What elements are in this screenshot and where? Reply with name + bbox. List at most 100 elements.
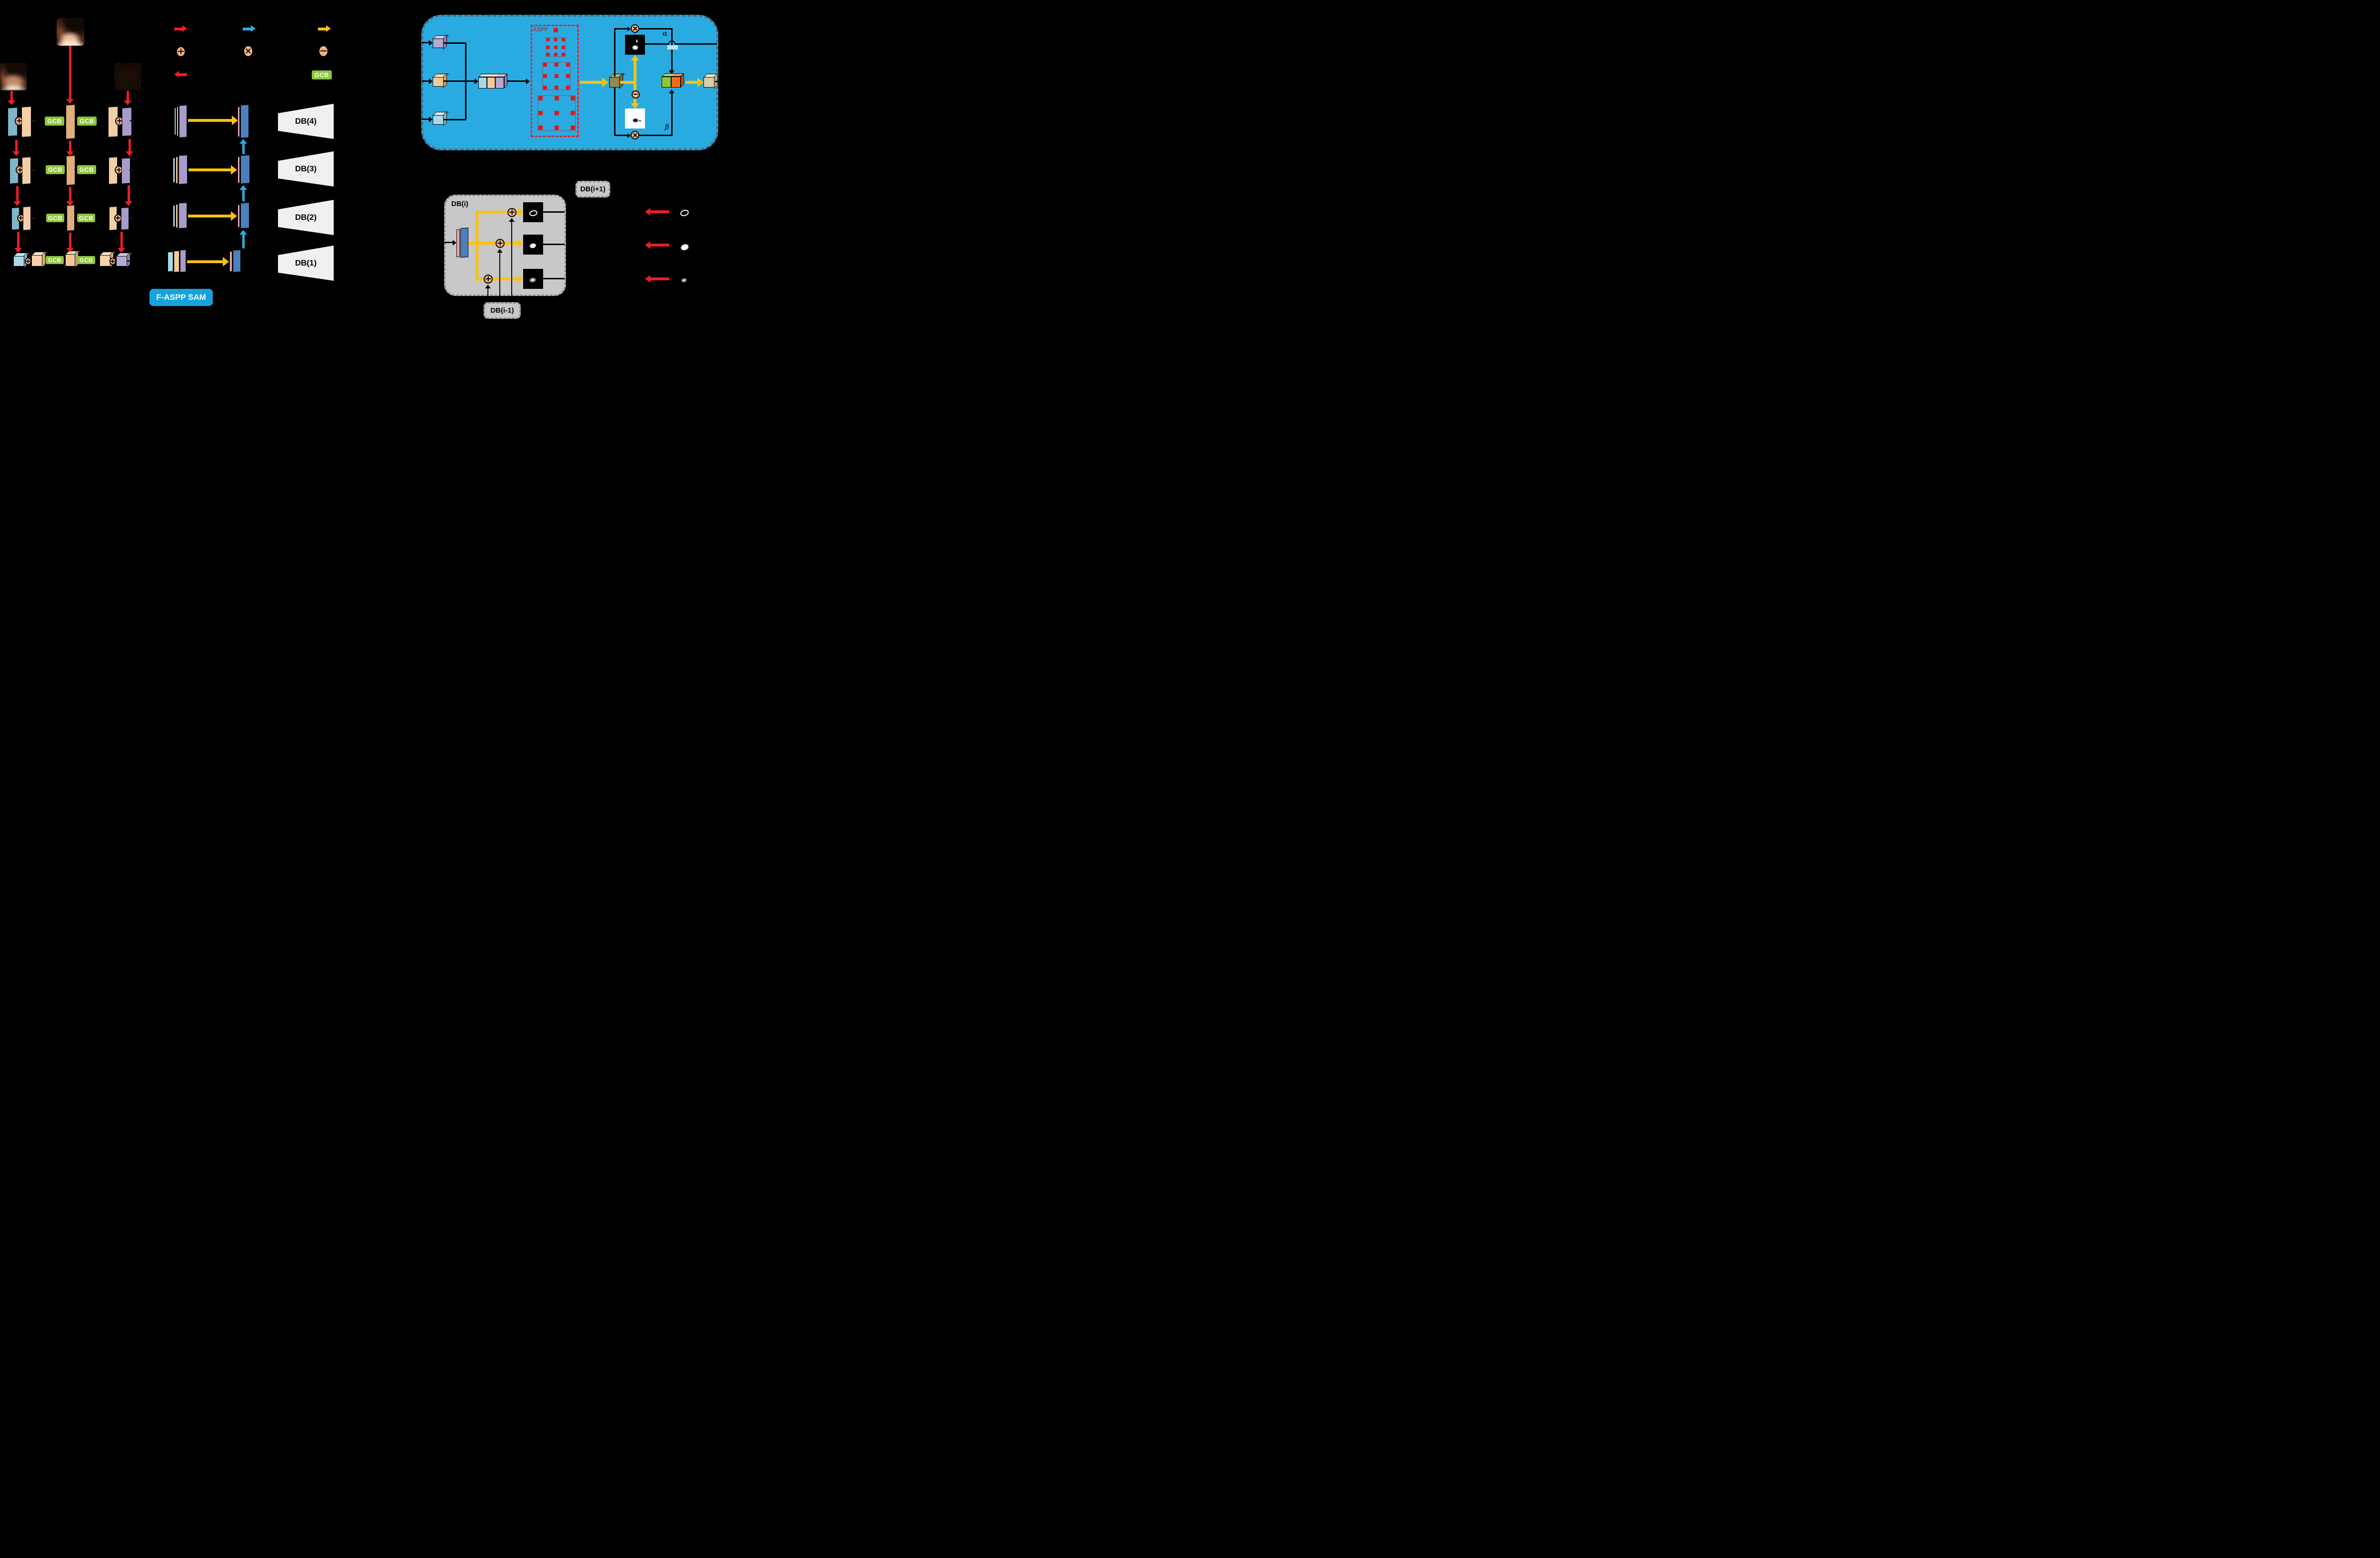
connector-line: [671, 93, 673, 136]
stack-layer-cyan: [173, 205, 175, 227]
stack-layer-orange: [176, 204, 178, 228]
input-cube-cyan: [433, 115, 444, 125]
aspp-box: [531, 25, 579, 137]
stack-layer-pink: [229, 251, 232, 272]
attention-mask-image: [625, 35, 645, 55]
concat-cube: [478, 74, 507, 89]
connector-line: [614, 88, 615, 136]
output-line: [715, 81, 719, 82]
black-arrow-up: [508, 218, 515, 302]
legend-minus-op-icon: [319, 46, 327, 56]
stack-plate-blue: [233, 249, 241, 273]
stack-block-cyan: [168, 251, 173, 272]
dbi-label: DB(i): [451, 200, 468, 208]
aspp-label: ASPP: [533, 26, 548, 33]
yellow-arrow-up: [630, 55, 640, 70]
yellow-arrow-right: [187, 257, 229, 266]
stack-plate-purple: [178, 202, 187, 229]
gcb-chip: GCB: [45, 117, 64, 126]
red-arrow-right-branch: [124, 91, 131, 105]
feature-plate-purple: [121, 158, 130, 184]
db4-block: DB(4): [278, 104, 334, 139]
stack-plate-blue: [240, 202, 249, 229]
stack-layer-pink: [238, 204, 240, 228]
legend-gcb-chip: GCB: [312, 70, 332, 79]
red-arrow-left: [645, 275, 669, 283]
gcb-chip: GCB: [77, 117, 97, 126]
red-arrow-down: [126, 139, 133, 156]
black-arrow-in: [443, 239, 456, 246]
feature-plate-purple: [122, 107, 132, 137]
laplacian-image-left: [0, 63, 27, 90]
dbi-plate-pink: [456, 229, 460, 257]
db-previous-label: DB(i-1): [484, 302, 521, 319]
yellow-line: [634, 69, 636, 90]
gcb-chip: GCB: [77, 165, 96, 174]
minus-op-icon: [632, 90, 640, 99]
stack-plate-blue: [240, 104, 249, 138]
gcb-chip: GCB: [77, 256, 95, 264]
stack-block-orange: [174, 250, 179, 273]
connector-line: [614, 29, 615, 77]
gcb-chip: GCB: [46, 165, 65, 174]
small-left-arrow-icon: [31, 216, 36, 220]
input-cube-purple: [433, 38, 444, 48]
stack-plate-purple: [179, 105, 187, 138]
red-arrow-down: [66, 233, 74, 253]
figure-canvas: GCB GCB GCB GCB GCB GCB GCB GCB: [0, 0, 746, 343]
stack-layer-orange: [176, 156, 178, 184]
mask-outline: [529, 209, 538, 217]
olive-feature-cube: [609, 77, 620, 88]
black-arrow-up: [485, 285, 491, 302]
stack-layer-pink: [238, 156, 240, 184]
mask-blob: [528, 276, 537, 284]
red-arrow-down: [118, 232, 125, 253]
red-arrow-left: [645, 241, 669, 249]
yellow-line: [620, 81, 635, 84]
multiply-op-icon: [631, 24, 639, 33]
black-arrow-down: [668, 67, 675, 74]
mask-output-line: [675, 43, 717, 45]
black-arrow-to-aspp: [507, 78, 530, 84]
mask-output-line: [645, 43, 669, 45]
small-left-arrow-icon: [31, 168, 36, 172]
feature-plate-backbone: [66, 104, 75, 139]
side-output-mask-region: [523, 235, 543, 255]
legend-red-arrow-left-icon: [174, 71, 187, 78]
aspp-center-dot: [554, 28, 558, 32]
black-arrow-concat: [444, 78, 478, 84]
feature-plate-tan: [22, 157, 31, 185]
multiply-op-icon: [631, 131, 639, 139]
mask-blob: [632, 45, 639, 50]
db-next-label: DB(i+1): [575, 181, 610, 197]
mask-blob: [529, 242, 537, 249]
laplacian-image-right: [114, 63, 141, 90]
concat-top-face: [478, 74, 507, 77]
concat-side-face: [504, 74, 507, 89]
yellow-arrow-right: [493, 274, 523, 284]
minus-mark-icon: [127, 260, 130, 262]
yellow-arrow-right: [580, 77, 608, 88]
legend-red-arrow-right-icon: [174, 25, 187, 32]
legend-blue-arrow-right-icon: [243, 25, 256, 32]
side-output-mask-edge: [523, 202, 543, 222]
black-arrow: [615, 132, 631, 138]
stack-plate-purple: [178, 155, 188, 185]
black-arrow: [615, 26, 631, 32]
aspp-dilation-grid-small: [545, 37, 566, 57]
feature-cube-blue: [13, 256, 24, 266]
line-hop-icon: [668, 40, 675, 44]
black-arrow-up: [496, 249, 503, 302]
feature-cube-tan: [31, 255, 42, 266]
feature-cube-purple: [116, 256, 127, 266]
red-arrow-down: [13, 186, 21, 206]
mask-streak: [635, 39, 638, 44]
db2-block: DB(2): [278, 200, 334, 235]
connector-line: [639, 28, 672, 30]
black-arrow-up: [668, 89, 675, 97]
aspp-dilation-grid-medium: [542, 62, 571, 90]
red-arrow-left: [645, 208, 669, 216]
feature-plate-purple: [121, 207, 129, 230]
black-arrow-in: [422, 39, 433, 46]
connector-line: [671, 28, 673, 71]
